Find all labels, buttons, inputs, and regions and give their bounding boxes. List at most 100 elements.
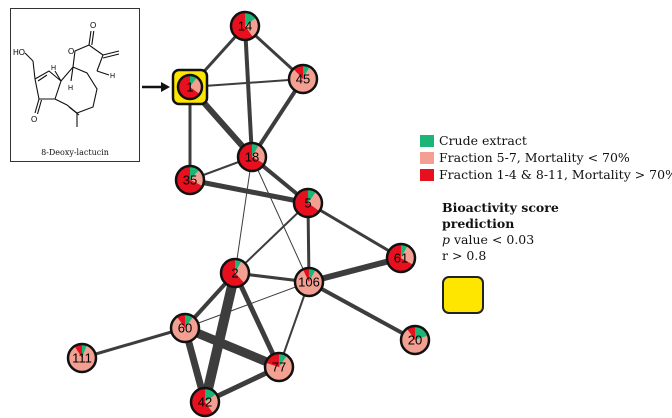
chemical-structure-drawing: HO O O O H H H bbox=[13, 21, 120, 127]
network-node-20[interactable]: 20 bbox=[399, 324, 431, 356]
network-node-60[interactable]: 60 bbox=[169, 312, 201, 344]
node-label: 2 bbox=[231, 266, 238, 281]
network-edge bbox=[250, 77, 305, 159]
node-outline bbox=[287, 63, 319, 95]
node-outline bbox=[176, 73, 204, 101]
pie-slice-pink bbox=[289, 66, 317, 93]
legend: Crude extract Fraction 5-7, Mortality < … bbox=[420, 132, 672, 183]
node-label: 45 bbox=[296, 72, 310, 87]
carbonyl-oxygen-label: O bbox=[90, 21, 96, 30]
pie-slice-pink bbox=[190, 77, 203, 95]
network-node-106[interactable]: 106 bbox=[293, 266, 325, 298]
network-node-2[interactable]: 2 bbox=[219, 257, 251, 289]
network-edge bbox=[243, 25, 254, 158]
network-edge bbox=[308, 255, 402, 285]
pie-slice-red bbox=[176, 314, 185, 328]
pie-slice-red bbox=[74, 344, 82, 358]
node-label: 61 bbox=[394, 251, 408, 266]
network-node-14[interactable]: 14 bbox=[229, 10, 261, 42]
network-edge bbox=[200, 271, 240, 404]
node-outline bbox=[219, 257, 251, 289]
p-symbol: p bbox=[442, 232, 451, 247]
bioactivity-title-line2: prediction bbox=[442, 216, 515, 231]
network-node-18[interactable]: 18 bbox=[236, 141, 268, 173]
pie-slice-green bbox=[185, 314, 194, 328]
pie-slice-green bbox=[308, 189, 317, 203]
bioactivity-title-line1: Bioactivity score bbox=[442, 200, 559, 215]
network-node-111[interactable]: 111 bbox=[66, 342, 98, 374]
legend-item-fraction-high: Fraction 1-4 & 8-11, Mortality > 70% bbox=[420, 166, 672, 183]
pie-slice-red bbox=[178, 75, 200, 99]
node-label: 20 bbox=[408, 333, 422, 348]
pie-slice-pink bbox=[308, 191, 322, 212]
node-label: 35 bbox=[183, 173, 197, 188]
pie-slice-red bbox=[387, 244, 414, 272]
network-node-45[interactable]: 45 bbox=[287, 63, 319, 95]
ketone-oxygen-label: O bbox=[31, 115, 37, 124]
pie-slice-green bbox=[401, 244, 408, 258]
pie-slice-pink bbox=[295, 269, 324, 297]
legend-item-fraction-low: Fraction 5-7, Mortality < 70% bbox=[420, 149, 670, 166]
node-outline bbox=[174, 164, 206, 196]
pie-slice-pink bbox=[401, 328, 429, 354]
network-node-61[interactable]: 61 bbox=[385, 242, 417, 274]
hydroxyl-label: HO bbox=[13, 48, 25, 57]
pie-slice-red bbox=[176, 166, 203, 195]
pie-slice-pink bbox=[245, 17, 259, 38]
node-label: 5 bbox=[304, 196, 311, 211]
p-value-text: value < 0.03 bbox=[450, 232, 535, 247]
pie-slice-red bbox=[238, 143, 265, 171]
hydrogen-label: H bbox=[68, 85, 73, 92]
node-outline bbox=[66, 342, 98, 374]
ring-oxygen-label: O bbox=[68, 47, 74, 56]
chemical-structure-panel: HO O O O H H H 8-Deoxy-lactucin bbox=[10, 8, 140, 162]
node-label: 18 bbox=[245, 150, 259, 165]
pie-slice-red bbox=[221, 259, 245, 288]
network-node-42[interactable]: 42 bbox=[189, 386, 221, 418]
pie-slice-red bbox=[303, 268, 309, 282]
node-outline bbox=[169, 312, 201, 344]
bioactivity-highlight-swatch bbox=[442, 276, 484, 314]
node-outline bbox=[229, 10, 261, 42]
pie-slice-green bbox=[279, 353, 288, 367]
node-outline bbox=[189, 386, 221, 418]
pie-slice-green bbox=[190, 75, 198, 87]
node-outline bbox=[263, 351, 295, 383]
network-edge bbox=[234, 156, 253, 274]
legend-label: Fraction 1-4 & 8-11, Mortality > 70% bbox=[439, 167, 672, 182]
network-edge bbox=[183, 323, 281, 372]
pie-slice-pink bbox=[235, 260, 249, 284]
network-node-5[interactable]: 5 bbox=[292, 187, 324, 219]
node-label: 42 bbox=[198, 395, 212, 410]
pie-slice-pink bbox=[190, 169, 204, 186]
pie-slice-red bbox=[293, 65, 303, 79]
node-outline bbox=[236, 141, 268, 173]
network-edge bbox=[251, 156, 310, 283]
node-label: 1 bbox=[186, 80, 193, 95]
pie-slice-green bbox=[309, 268, 316, 282]
network-edge bbox=[189, 177, 309, 206]
hydrogen-label: H bbox=[110, 73, 115, 80]
network-edge bbox=[81, 326, 186, 360]
network-node-35[interactable]: 35 bbox=[174, 164, 206, 196]
node-label: 14 bbox=[238, 19, 252, 34]
pie-slice-green bbox=[235, 259, 242, 273]
node-label: 77 bbox=[272, 360, 286, 375]
network-edge bbox=[308, 280, 416, 342]
network-edge bbox=[234, 202, 309, 274]
pie-slice-green bbox=[415, 326, 429, 340]
pie-slice-green bbox=[190, 166, 200, 180]
pie-slice-red bbox=[191, 388, 214, 416]
pie-slice-red bbox=[231, 12, 254, 41]
network-node-1[interactable]: 1 bbox=[171, 68, 209, 106]
node-outline bbox=[293, 266, 325, 298]
pie-slice-red bbox=[265, 353, 279, 367]
legend-label: Crude extract bbox=[439, 133, 527, 148]
structure-arrow bbox=[142, 82, 170, 92]
pie-slice-green bbox=[82, 344, 88, 358]
node-outline bbox=[385, 242, 417, 274]
pie-slice-pink bbox=[171, 316, 200, 343]
pie-slice-green bbox=[303, 65, 310, 79]
network-node-77[interactable]: 77 bbox=[263, 351, 295, 383]
